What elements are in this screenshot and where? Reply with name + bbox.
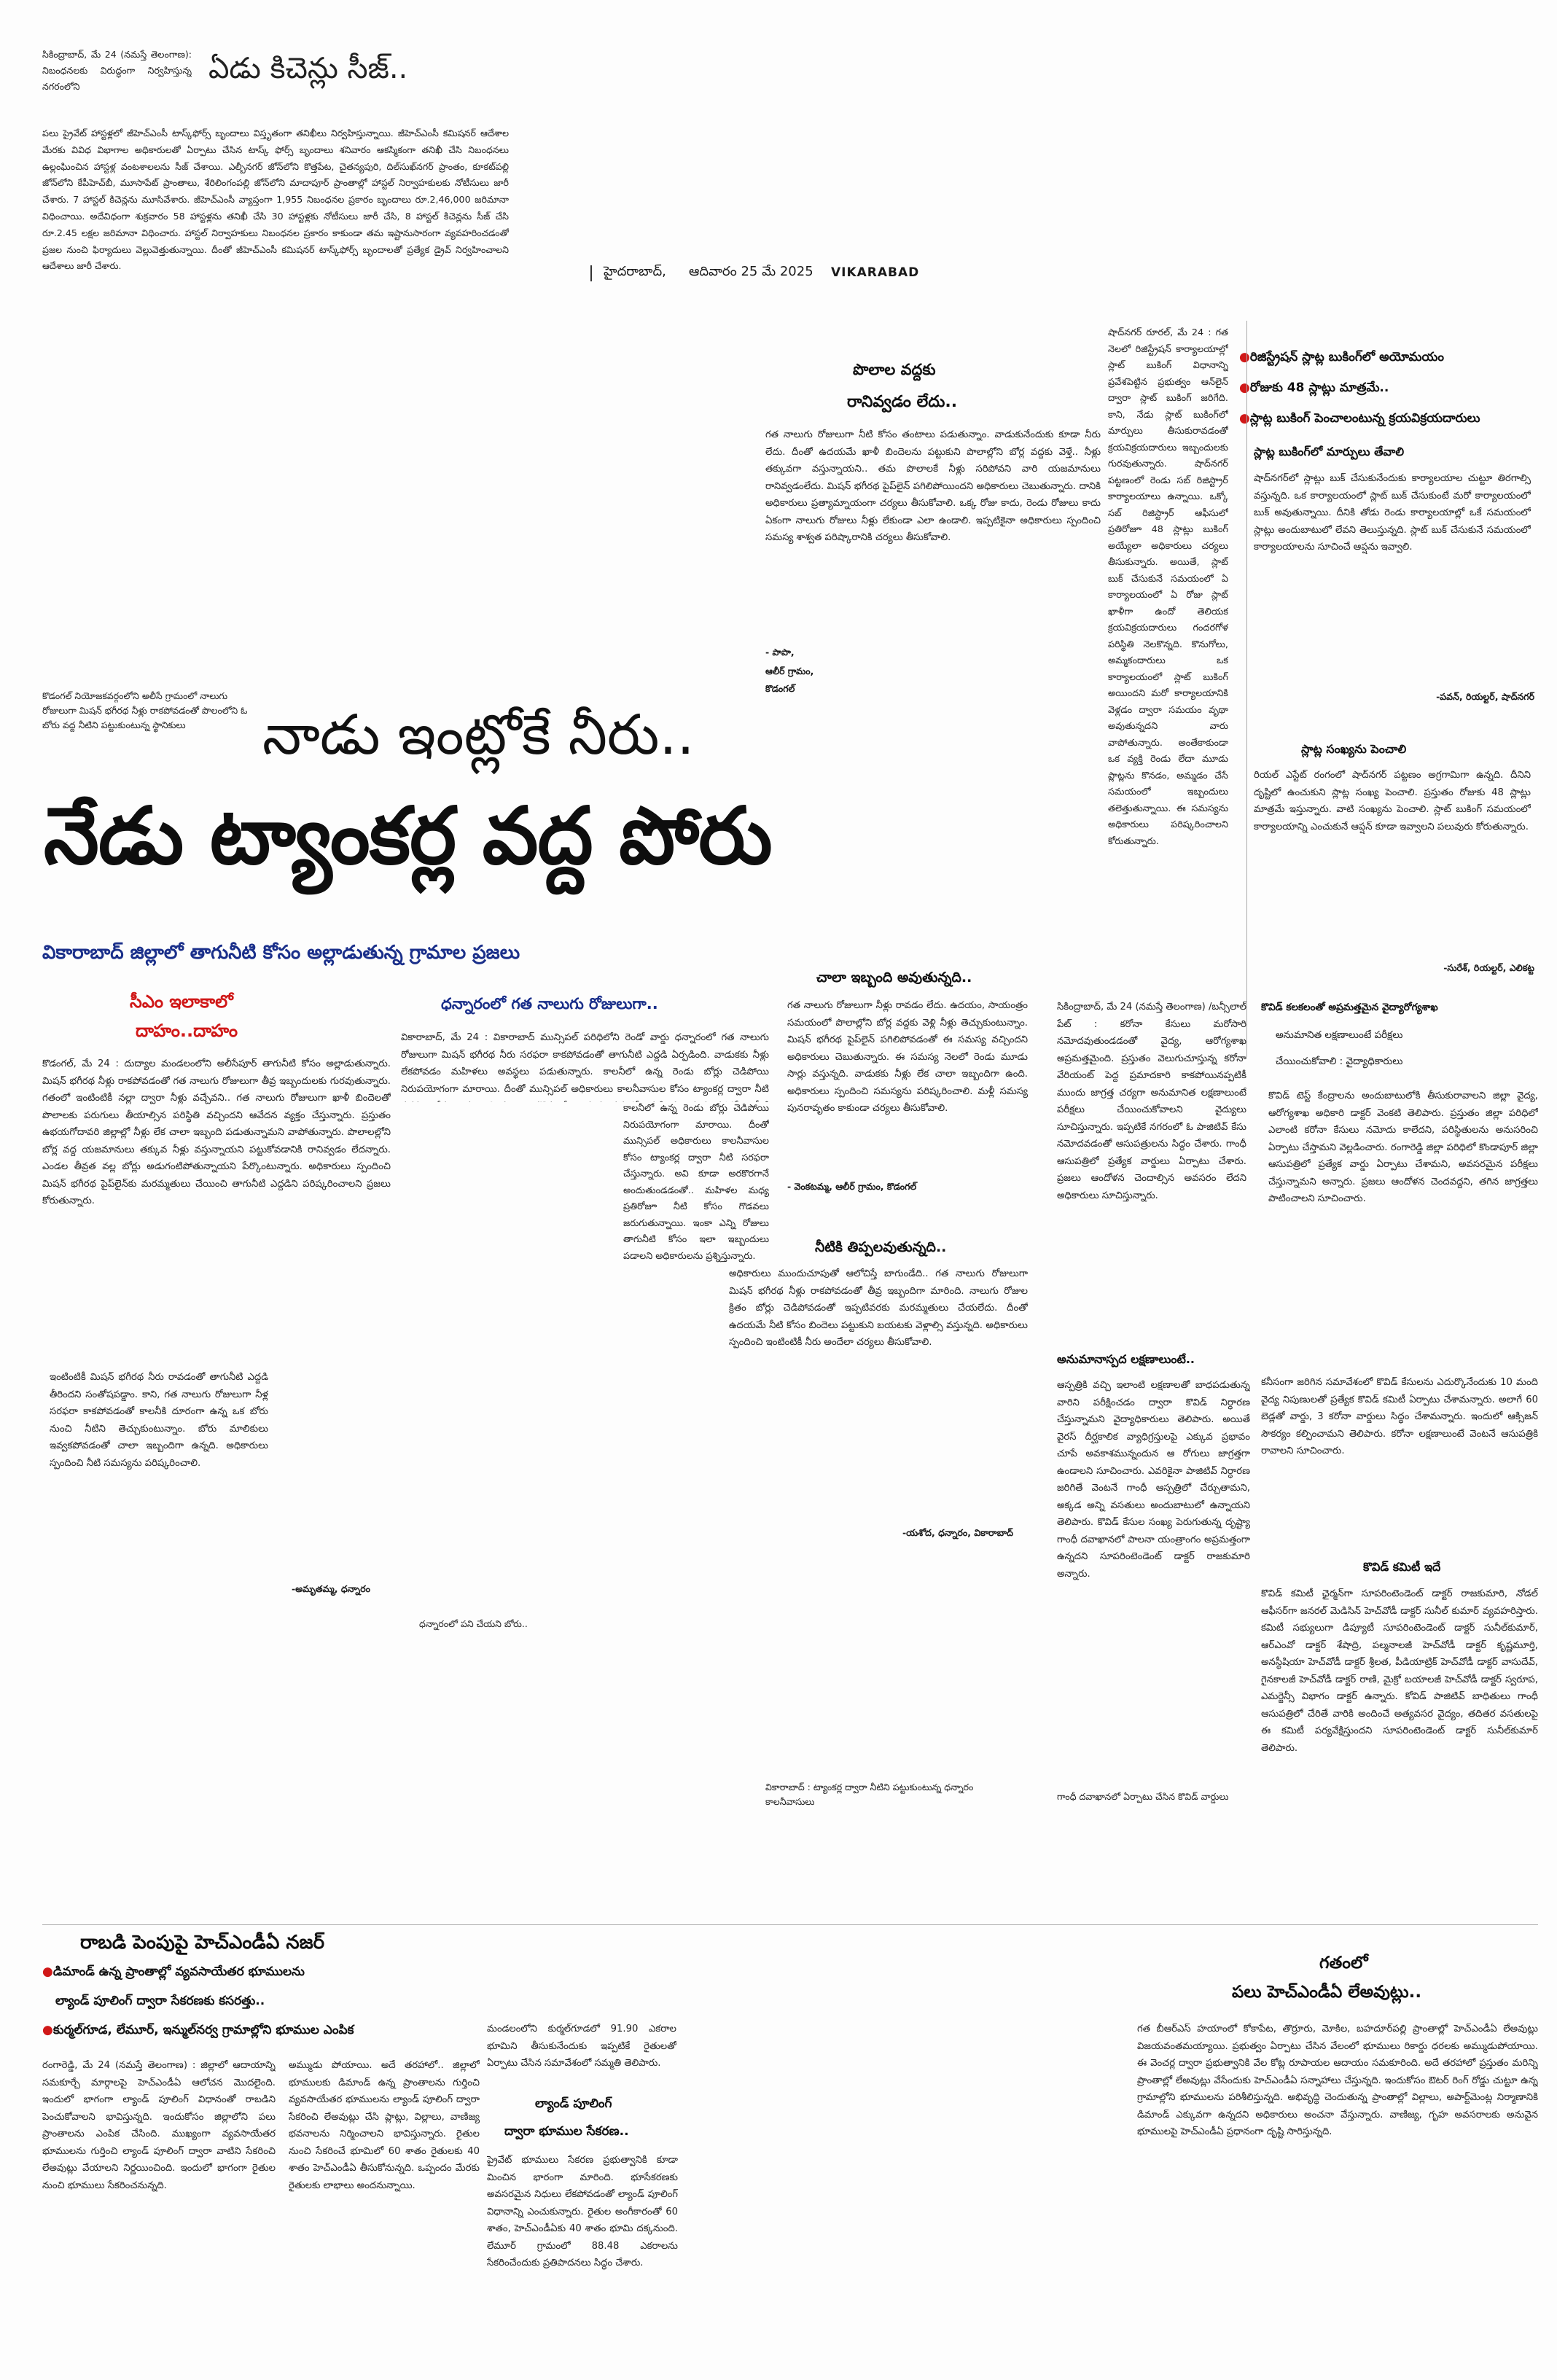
hmda-headline: రాబడి పెంపుపై హెచ్ఎండీఏ నజర్ xyxy=(80,1932,325,1954)
field-story-headline-1: పొలాల వద్దకు xyxy=(853,361,936,378)
covid-right: సికింద్రాబాద్, మే 24 (నమస్తే తెలంగాణ) /బ… xyxy=(1057,999,1538,1808)
slot-bullet-2: రోజుకు 48 స్లాట్లు మాత్రమే.. xyxy=(1239,381,1389,398)
layouts-head-2: పలు హెచ్ఎండీఏ లేఅవుట్లు.. xyxy=(1232,1983,1422,2002)
slot-sub-2-sig: -సురేశ్, రియల్టర్, ఎలికట్ట xyxy=(1443,962,1534,973)
masthead-divider xyxy=(590,265,592,281)
quote-2-body: అధికారులు ముందుచూపుతో ఆలోచిస్తే బాగుండేద… xyxy=(729,1268,1028,1348)
kodangal-head-2: దాహం..దాహం xyxy=(136,1021,238,1041)
covid-mid-body: ఆస్పత్రికి వచ్చి ఇలాంటి లక్షణాలతో బాధపడు… xyxy=(1057,1380,1250,1580)
covid-intro: సికింద్రాబాద్, మే 24 (నమస్తే తెలంగాణ) /బ… xyxy=(1057,1002,1246,1201)
top-story-body: పలు ప్రైవేట్ హాస్టళ్లలో జీహెచ్ఎంసీ టాస్క… xyxy=(42,128,509,272)
masthead-date: ఆదివారం 25 మే 2025 xyxy=(689,264,813,279)
covid-b2: చేయించుకోవాలి : వైద్యాధికారులు xyxy=(1276,1056,1403,1067)
hmda-col-1: రంగారెడ్డి, మే 24 (నమస్తే తెలంగాణ) : జిల… xyxy=(42,2060,276,2191)
slot-sub-2-body: రియల్ ఎస్టేట్ రంగంలో షాద్‌నగర్ పట్టణం అగ… xyxy=(1254,770,1531,832)
hmda-story: రాబడి పెంపుపై హెచ్ఎండీఏ నజర్ డిమాండ్ ఉన్… xyxy=(42,1932,917,2369)
quote-2-sig: -యశోద, ధన్నారం, వికారాబాద్ xyxy=(902,1527,1013,1538)
layouts-story: గతంలో పలు హెచ్ఎండీఏ లేఅవుట్లు.. గత బీఆర్… xyxy=(1137,1954,1538,2362)
slot-story: రిజిస్ట్రేషన్ స్లాట్ల బుకింగ్‌లో అయోమయం … xyxy=(1108,321,1538,1050)
masthead-edition: VIKARABAD xyxy=(831,265,920,280)
covid-sub-body: కొవిడ్ కమిటీ ఛైర్మన్‌గా సూపరింటెండెంట్ డ… xyxy=(1261,1588,1538,1754)
hmda-col-3: మండలంలోని కుర్మల్‌గూడలో 91.90 ఎకరాల భూమి… xyxy=(487,2024,676,2069)
slot-sub-1-sig: -పవన్, రియల్టర్, షాద్‌నగర్ xyxy=(1436,691,1534,702)
slot-story-body: షాద్‌నగర్ రూరల్, మే 24 : గత నెలలో రిజిస్… xyxy=(1108,327,1228,847)
tanker-caption: వికారాబాద్ : ట్యాంకర్ల ద్వారా నీటిని పట్… xyxy=(765,1782,974,1807)
dhannaram-body: వికారాబాద్, మే 24 : వికారాబాద్ మున్సిపల్… xyxy=(401,1032,769,1102)
field-story-sig-2: ఆలీర్ గ్రామం, xyxy=(765,666,814,676)
layouts-head-1: గతంలో xyxy=(1319,1954,1368,1973)
hmda-col-2: అమ్ముడు పోయాయి. అదే తరహాలో.. జిల్లాలో భూ… xyxy=(289,2060,480,2191)
covid-head: కొవిడ్ కలకలంతో అప్రమత్తమైన వైద్యారోగ్యశా… xyxy=(1261,1002,1438,1013)
slot-sub-2: స్లాట్ల సంఖ్యను పెంచాలి xyxy=(1301,742,1407,756)
slot-bullet-3: స్లాట్ల బుకింగ్ పెంచాలంటున్న క్రయవిక్రయద… xyxy=(1239,411,1480,429)
field-story-sig-3: కొడంగల్ xyxy=(765,683,795,694)
quote-1-sig: - వెంకటమ్మ, ఆలీర్ గ్రామం, కొడంగల్ xyxy=(787,1181,917,1192)
covid-sub: కొవిడ్ కమిటీ ఇదే xyxy=(1363,1560,1441,1574)
quote-2: నీటికి తిప్పలవుతున్నది.. అధికారులు ముందు… xyxy=(729,1239,1028,1553)
slot-sub-1: స్లాట్ల బుకింగ్‌లో మార్పులు తేవాలి xyxy=(1254,445,1405,459)
kodangal-head-1: సీఎం ఇలాకాలో xyxy=(130,991,233,1012)
top-story: సికింద్రాబాద్, మే 24 (నమస్తే తెలంగాణ): న… xyxy=(42,47,509,316)
rule-bottom-section xyxy=(42,1924,1538,1925)
masthead: హైదరాబాద్, ఆదివారం 25 మే 2025 VIKARABAD xyxy=(590,264,918,286)
masthead-city: హైదరాబాద్, xyxy=(604,264,666,279)
field-story-sig-1: - పాపా, xyxy=(765,647,795,658)
dhannaram-head: ధన్నారంలో గత నాలుగు రోజులుగా.. xyxy=(441,995,658,1013)
covid-b1: అనుమానిత లక్షణాలుంటే పరీక్షలు xyxy=(1276,1029,1403,1041)
rule-slot xyxy=(1246,321,1247,1057)
covid-caption: గాంధీ దవాఖానలో ఏర్పాటు చేసిన కొవిడ్ వార్… xyxy=(1057,1791,1229,1802)
kodangal-body: కొడంగల్, మే 24 : దుద్యాల మండలంలోని అలీసే… xyxy=(42,1058,391,1206)
dhannaram-photo-caption: ధన్నారంలో పని చేయని బోరు.. xyxy=(419,1618,528,1629)
covid-mid: అనుమానాస్పద లక్షణాలుంటే.. ఆస్పత్రికి వచ్… xyxy=(1057,1352,1250,1782)
hmda-b1: డిమాండ్ ఉన్న ప్రాంతాల్లో వ్యవసాయేతర భూము… xyxy=(42,1965,305,1982)
covid-body-2: కనీసంగా జరిగిన సమావేశంలో కొవిడ్ కేసులను … xyxy=(1261,1377,1538,1456)
main-strap: వికారాబాద్ జిల్లాలో తాగునీటి కోసం అల్లాడ… xyxy=(42,942,520,964)
quote-1-head: చాలా ఇబ్బంది అవుతున్నది.. xyxy=(816,969,972,986)
field-story: పొలాల వద్దకు రానివ్వడం లేదు.. గత నాలుగు … xyxy=(765,361,1101,696)
hmda-col-3-head-2: ద్వారా భూముల సేకరణ.. xyxy=(504,2124,629,2139)
dhannaram-story: ధన్నారంలో గత నాలుగు రోజులుగా.. వికారాబాద… xyxy=(401,991,769,1633)
slot-bullet-1: రిజిస్ట్రేషన్ స్లాట్ల బుకింగ్‌లో అయోమయం xyxy=(1239,350,1444,367)
main-headline-1: నాడు ఇంట్లోకే నీరు.. xyxy=(262,702,695,767)
main-photo-caption: కొడంగల్ నియోజకవర్గంలోని అలీసే గ్రామంలో న… xyxy=(42,690,248,730)
kodangal-quote-sig: -అమృతమ్మ, ధన్నారం xyxy=(291,1583,370,1594)
covid-body: కొవిడ్ టెస్ట్ కేంద్రాలను అందుబాటులోకి తీ… xyxy=(1268,1090,1538,1204)
quote-1-body: గత నాలుగు రోజులుగా నీళ్లు రావడం లేదు. ఉద… xyxy=(787,1000,1028,1114)
quote-1: చాలా ఇబ్బంది అవుతున్నది.. గత నాలుగు రోజు… xyxy=(787,969,1028,1203)
layouts-body: గత బీఆర్ఎస్ హయాంలో కోకాపేట, తొర్రూరు, మో… xyxy=(1137,2024,1538,2137)
kodangal-quote: ఇంటింటికీ మిషన్ భగీరథ నీరు రావడంతో తాగున… xyxy=(50,1372,268,1469)
quote-2-head: నీటికి తిప్పలవుతున్నది.. xyxy=(815,1239,947,1255)
main-headline-2: నేడు ట్యాంకర్ల వద్ద పోరు xyxy=(44,791,773,882)
hmda-b3: కుర్మల్‌గూడ, లేమూర్, ఇన్ముల్‌నర్వ గ్రామా… xyxy=(42,2023,354,2040)
top-story-headline: ఏడు కిచెన్లు సీజ్.. xyxy=(208,52,408,85)
field-story-body: గత నాలుగు రోజులుగా నీటి కోసం తంటాలు పడుత… xyxy=(765,429,1101,543)
hmda-b2: ల్యాండ్ పూలింగ్ ద్వారా సేకరణకు కసరత్తు.. xyxy=(55,1994,265,2008)
kodangal-story: సీఎం ఇలాకాలో దాహం..దాహం కొడంగల్, మే 24 :… xyxy=(42,991,391,1611)
hmda-col-3-body: ప్రైవేట్ భూములు సేకరణ ప్రభుత్వానికి కూడా… xyxy=(487,2155,678,2268)
slot-sub-1-body: షాద్‌నగర్‌లో స్లాట్లు బుక్ చేసుకునేందుకు… xyxy=(1254,473,1531,553)
top-story-intro: సికింద్రాబాద్, మే 24 (నమస్తే తెలంగాణ): న… xyxy=(42,49,192,92)
covid-mid-head: అనుమానాస్పద లక్షణాలుంటే.. xyxy=(1057,1352,1195,1366)
hmda-col-3-head-1: ల్యాండ్ పూలింగ్ xyxy=(535,2096,612,2111)
field-story-headline-2: రానివ్వడం లేదు.. xyxy=(847,393,958,411)
dhannaram-body-cont: కాలనీలో ఉన్న రెండు బోర్లు చెడిపోయి నిరుప… xyxy=(623,1103,769,1262)
